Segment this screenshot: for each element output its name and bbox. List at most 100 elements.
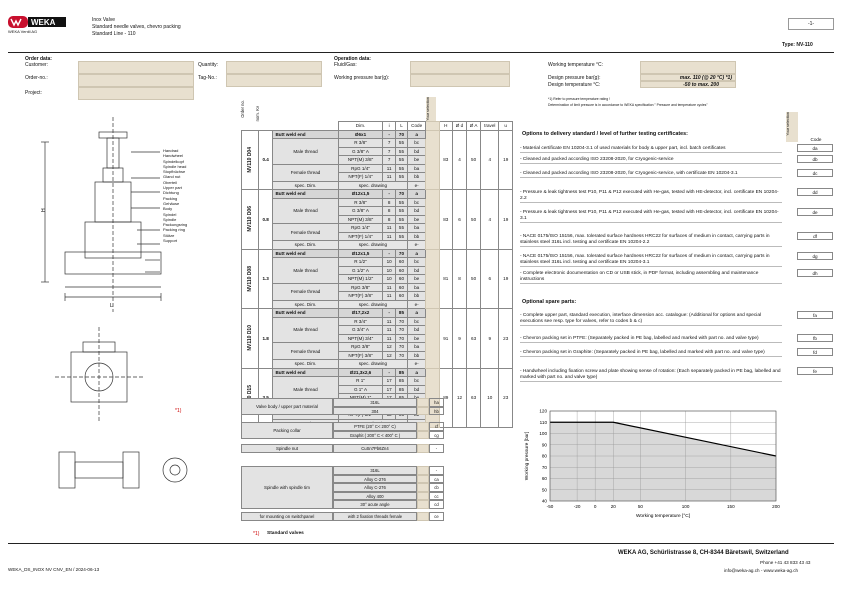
selection-cell[interactable] [425,189,440,250]
spare-item: - Handwheel including fixation screw and… [520,369,782,382]
option-code[interactable]: df [797,232,833,240]
tag-no-field[interactable] [226,74,322,87]
material-selection[interactable] [417,398,429,407]
spec-dim-label: spec. Dim. [272,299,339,309]
legend-item: Handwheel [163,153,184,159]
company-logo: WEKA WEKA Ventil AG [8,14,68,34]
customer-field[interactable] [78,61,194,74]
material-selection[interactable] [417,512,429,521]
selection-cell[interactable] [425,129,440,190]
pressure-note-2: Determination of limit pressure is in ac… [548,103,708,107]
y-tick-label: 60 [542,476,548,481]
option-code[interactable]: dc [797,169,833,177]
material-selection[interactable] [417,422,429,431]
y-axis-label: Working pressure [bar] [524,432,530,480]
x-tick-label: 150 [727,504,735,509]
weld-code: a [407,189,427,199]
selection-cell[interactable] [425,308,440,369]
quantity-field[interactable] [226,61,322,74]
option-code[interactable]: db [797,155,833,163]
hdr-h: H [438,121,454,131]
option-item: - Cleaned and packed according ISO 23208… [520,157,782,164]
material-code: cg [429,430,444,440]
pressure-area [550,422,776,501]
material-selection[interactable] [417,430,429,440]
quantity-label: Quantity: [198,62,219,68]
female-thread-label: Female thread [272,282,339,301]
material-option: PTFE (20° C< 200° C) [333,422,417,431]
material-option: 304 [333,406,417,416]
design-pressure-field: max. 110 (@ 20 °C) *1) [640,74,736,81]
legend-item: Packungsring [163,222,188,228]
x-tick-label: 200 [772,504,780,509]
male-thread-label: Male thread [272,197,339,224]
weld-code: a [407,308,427,318]
material-selection[interactable] [417,406,429,416]
option-code[interactable]: da [797,144,833,152]
material-selection[interactable] [417,491,429,501]
option-code[interactable]: dg [797,252,833,260]
y-tick-label: 100 [539,431,547,436]
material-code: ce [429,512,444,521]
kv-value: 1.3 [257,248,274,309]
material-option: Alloy C-276 [333,483,417,492]
legend-item: Gland nut [163,174,181,180]
weld-L: 70 [394,189,409,199]
spare-code[interactable]: fe [797,367,833,375]
working-pressure-field[interactable] [410,74,510,87]
legend-item: Oberteil [163,179,178,185]
material-group-label: Spindle nut [241,444,333,453]
material-selection[interactable] [417,483,429,492]
material-option: Graphit ( 200° C < 400° C ) [333,430,417,440]
hdr-u: u [498,121,513,131]
working-temp-label: Working temperature °C: [548,62,603,68]
weld-code: a [407,248,427,258]
selection-cell[interactable] [425,248,440,309]
option-code[interactable]: dd [797,188,833,196]
spare-code[interactable]: fd [797,348,833,356]
spare-heading: Optional spare parts: [522,299,577,305]
material-code: ha [429,398,444,407]
model-number: NV110 D10 [246,325,253,352]
x-tick-label: 50 [638,504,644,509]
spare-code[interactable]: fa [797,311,833,319]
material-selection[interactable] [417,500,429,509]
project-field[interactable] [78,87,194,100]
working-temp-field[interactable] [640,61,736,74]
option-item: - NACE 0175/ISO 15156, max. tolerated su… [520,234,782,247]
dim-h-label: H [41,208,47,212]
hdr-travel: travel [480,121,500,131]
material-code: cc [429,491,444,501]
material-group-label: for mounting on switchpanel [241,512,333,521]
col-your-selection: Your selection [426,97,436,131]
material-option: 316L [333,466,417,475]
options-heading: Options to delivery standard / level of … [522,131,688,137]
material-selection[interactable] [417,474,429,484]
order-no-field[interactable] [78,74,194,87]
option-code[interactable]: dh [797,269,833,277]
x-axis-label: Working temperature [°C] [636,513,690,519]
material-selection[interactable] [417,466,429,475]
legend-item: Stopfbüchse [163,169,186,175]
options-code-header: Code [810,137,822,142]
option-item: - Cleaned and packed according ISO 23208… [520,171,782,178]
spare-code[interactable]: fb [797,334,833,342]
legend-item: Body [163,206,173,212]
fluid-gas-field[interactable] [410,61,510,74]
material-selection[interactable] [417,444,429,453]
dim-l-label: L [110,303,113,309]
x-tick-label: 0 [594,504,597,509]
weld-L: 70 [394,248,409,258]
model-number: NV110 D06 [246,206,253,233]
male-thread-label: Male thread [272,257,339,284]
header-divider [8,52,834,53]
company-web: info@weka-ag.ch - www.weka-ag.ch [724,568,799,573]
y-tick-label: 40 [542,499,548,504]
legend-item: Spindle [163,216,177,222]
material-option: Alloy 400 [333,491,417,501]
option-code[interactable]: de [797,208,833,216]
